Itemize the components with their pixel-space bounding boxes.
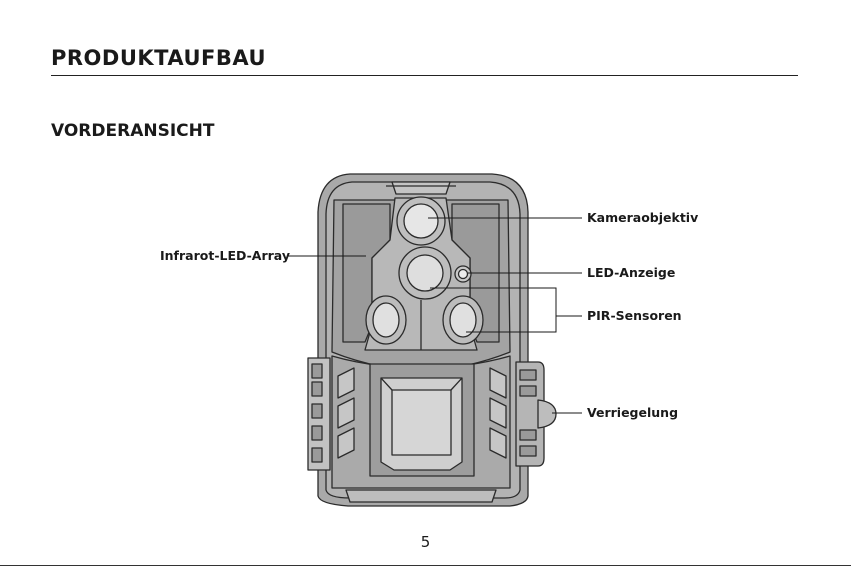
page-number: 5 bbox=[0, 533, 851, 551]
label-lock: Verriegelung bbox=[587, 405, 678, 420]
light-sensor bbox=[407, 255, 443, 291]
label-ir-led-array: Infrarot-LED-Array bbox=[160, 248, 290, 263]
pir-sensor-left bbox=[373, 303, 399, 337]
bottom-divider bbox=[0, 565, 851, 566]
latch-knob bbox=[538, 400, 556, 428]
label-camera-lens: Kameraobjektiv bbox=[587, 210, 698, 225]
label-pir-sensors: PIR-Sensoren bbox=[587, 308, 682, 323]
camera-lens bbox=[404, 204, 438, 238]
label-led-indicator: LED-Anzeige bbox=[587, 265, 675, 280]
bottom-foot bbox=[346, 490, 496, 502]
top-tab bbox=[392, 182, 450, 194]
led-indicator bbox=[459, 270, 468, 279]
